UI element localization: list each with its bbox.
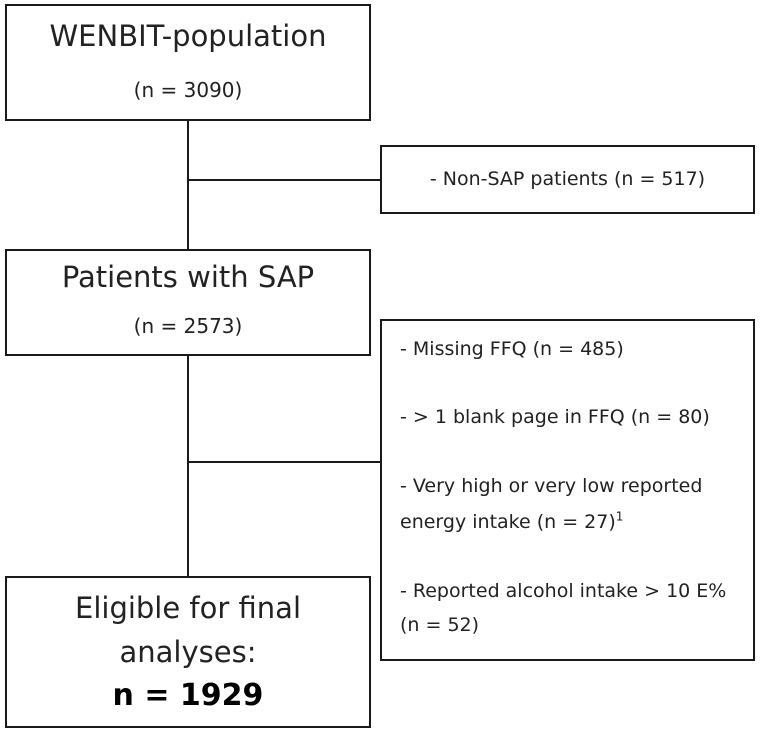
footnote-marker: 1 (615, 509, 624, 524)
connector-vertical-2 (187, 354, 189, 578)
exclusion-blank-page: - > 1 blank page in FFQ (n = 80) (400, 406, 710, 428)
exclusion-alcohol-line2: (n = 52) (400, 614, 480, 636)
connector-branch-1 (187, 179, 381, 181)
eligible-count: n = 1929 (112, 678, 264, 713)
exclusion-energy-text: energy intake (n = 27) (400, 511, 616, 533)
sap-patients-box: Patients with SAP (n = 2573) (5, 249, 371, 356)
exclusion-missing-ffq: - Missing FFQ (n = 485) (400, 338, 624, 360)
population-box: WENBIT-population (n = 3090) (5, 4, 371, 121)
eligible-box: Eligible for final analyses: n = 1929 (5, 576, 371, 728)
sap-patients-title: Patients with SAP (61, 260, 315, 294)
eligible-line2: analyses: (119, 635, 257, 669)
exclusion-box-criteria: - Missing FFQ (n = 485) - > 1 blank page… (380, 319, 755, 661)
population-title: WENBIT-population (49, 19, 327, 53)
exclusion-alcohol-line1: - Reported alcohol intake > 10 E% (400, 580, 727, 602)
sap-patients-count: (n = 2573) (133, 314, 243, 338)
exclusion-non-sap-text: - Non-SAP patients (n = 517) (429, 168, 706, 190)
population-count: (n = 3090) (133, 78, 243, 102)
exclusion-box-non-sap: - Non-SAP patients (n = 517) (380, 145, 755, 214)
connector-branch-2 (187, 461, 381, 463)
connector-vertical-1 (187, 119, 189, 251)
exclusion-energy-line1: - Very high or very low reported (400, 475, 703, 497)
exclusion-energy-line2: energy intake (n = 27)1 (400, 508, 745, 536)
eligible-line1: Eligible for final (75, 591, 301, 625)
